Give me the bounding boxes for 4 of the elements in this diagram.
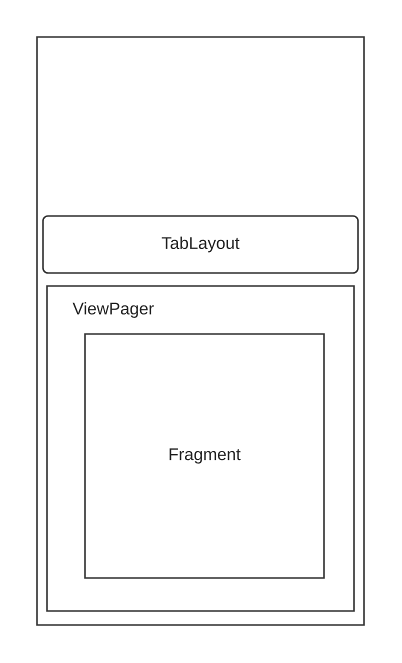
- tab-bar-box: TabLayout: [42, 215, 359, 274]
- frame-box: [36, 36, 365, 626]
- box-heading: ViewPager: [72, 302, 154, 318]
- content-box: Fragment: [84, 333, 325, 579]
